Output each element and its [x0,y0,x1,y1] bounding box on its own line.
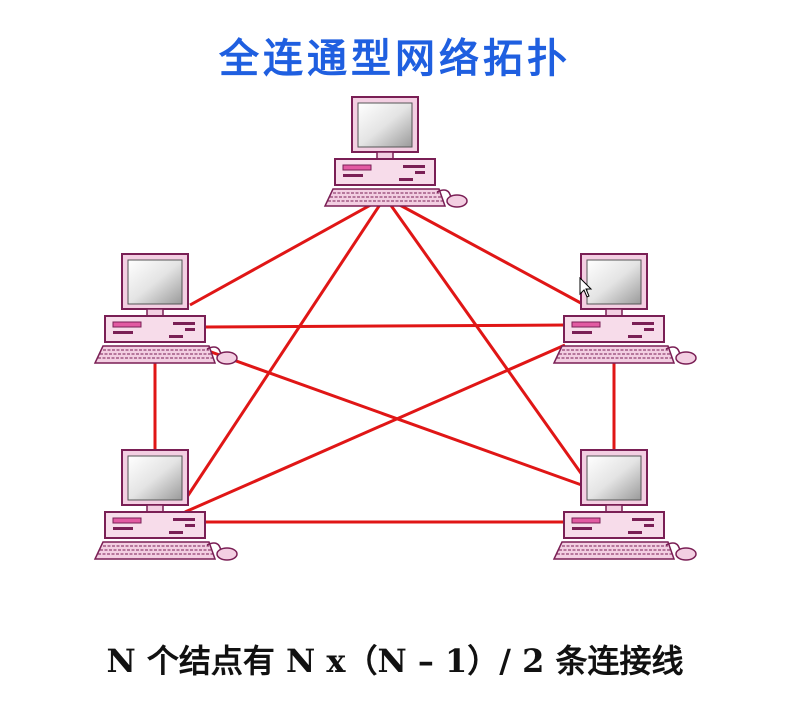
computer-left-upper [94,253,238,365]
desktop-computer-icon [94,253,238,365]
computer-right-upper [553,253,697,365]
link-lines [153,195,616,524]
connection-formula: N 个结点有 N x（N – 1）/ 2 条连接线 [106,642,684,680]
link-top-left-lower [183,196,387,501]
link-top-right-lower [383,196,602,501]
link-top-right-upper [384,195,591,310]
diagram-title: 全连通型网络拓扑 [219,36,571,82]
mouse-cursor-icon [579,277,593,298]
link-left-upper-right-upper [204,323,569,329]
link-top-left-upper [189,195,386,307]
desktop-computer-icon [94,449,238,561]
computer-top [324,96,468,208]
desktop-computer-icon [324,96,468,208]
computer-left-lower [94,449,238,561]
link-left-upper-right-lower [199,346,591,490]
link-right-upper-left-lower [184,343,566,514]
desktop-computer-icon [553,253,697,365]
